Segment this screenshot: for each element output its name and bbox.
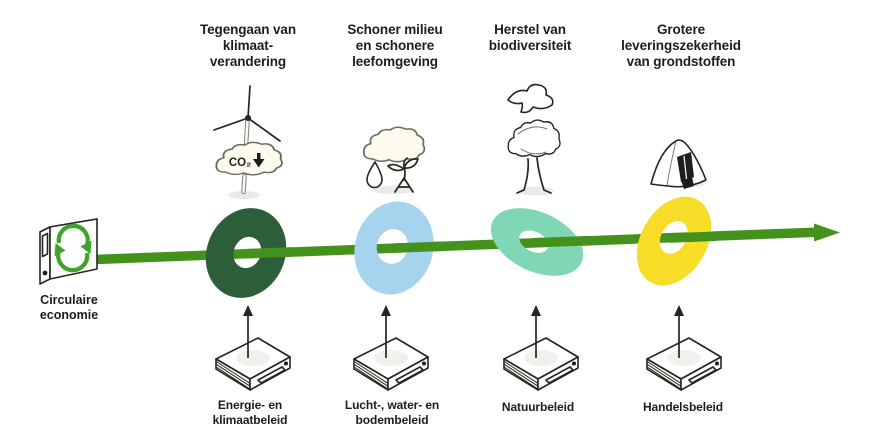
goal-title-grondstoffen: Grotere leveringszekerheid van grondstof… — [621, 22, 741, 70]
goal-title-line: Herstel van — [494, 22, 566, 37]
policy-label-line: Lucht-, water- en — [344, 398, 440, 412]
policy-label-line: Natuurbeleid — [501, 400, 575, 414]
policy-binder-icon — [646, 337, 722, 391]
main-arrow-overlays — [245, 231, 717, 259]
goal-title-line: van grondstoffen — [626, 54, 736, 69]
goal-title-line: biodiversiteit — [488, 38, 572, 53]
policy-label-line: klimaatbeleid — [212, 412, 288, 427]
source-label: Circulaire economie — [40, 293, 98, 323]
arrow-overlay — [245, 247, 294, 259]
recycle-arrowhead — [54, 243, 66, 257]
policy-binder-icon — [215, 337, 291, 391]
sprout-icon — [387, 157, 419, 193]
ring-milieu — [354, 201, 434, 295]
ring-grondstoffen — [636, 196, 712, 286]
co2-label: CO₂ — [229, 157, 251, 169]
policy-binder-icon — [353, 337, 429, 391]
source-label-line: Circulaire — [40, 293, 98, 307]
policy-up-arrow — [531, 305, 541, 358]
source-label-line: economie — [39, 308, 99, 322]
goal-title-line: leefomgeving — [352, 54, 438, 69]
turbine-blades — [213, 85, 281, 142]
policy-up-arrow — [381, 305, 391, 358]
ring-biodiversiteit — [490, 208, 584, 276]
arrow-overlay — [669, 231, 717, 243]
policy-label-energie-klimaat: Energie- en klimaatbeleid — [213, 398, 288, 427]
goal-title-milieu: Schoner milieu en schonere leefomgeving — [347, 22, 442, 70]
goal-title-line: leveringszekerheid — [621, 38, 741, 53]
wind-turbine-co2-icon: CO₂ — [213, 85, 283, 199]
co2-down-arrow-icon — [253, 153, 265, 168]
arrow-overlay — [391, 241, 443, 253]
arrow-overlay — [532, 235, 592, 248]
circular-economy-binder-icon — [39, 218, 98, 285]
tree-icon — [507, 119, 561, 194]
goal-title-line: Grotere — [656, 22, 706, 37]
goal-title-line: Tegengaan van — [200, 22, 296, 37]
policy-label-handel: Handelsbeleid — [643, 400, 723, 415]
policy-up-arrow — [243, 305, 253, 358]
goal-title-line: Schoner milieu — [347, 22, 443, 37]
raw-materials-heap-icon — [650, 139, 707, 189]
policy-up-arrow — [674, 305, 684, 358]
policy-label-natuur: Natuurbeleid — [502, 400, 574, 415]
main-arrow-head — [814, 223, 840, 242]
goal-title-biodiversiteit: Herstel van biodiversiteit — [489, 22, 572, 54]
policy-binder-icon — [503, 337, 579, 391]
recycle-arrows-icon — [56, 223, 90, 273]
bird-icon — [507, 83, 554, 114]
policy-label-line: Energie- en — [217, 398, 283, 412]
cloud-droplet-sprout-icon — [362, 126, 426, 195]
bird-tree-icon — [507, 83, 561, 196]
recycle-arrowhead — [80, 240, 92, 254]
goal-title-line: verandering — [209, 54, 287, 69]
policy-label-line: bodembeleid — [355, 412, 429, 427]
goal-title-klimaat: Tegengaan van klimaat- verandering — [200, 22, 296, 70]
policy-label-lucht-water-bodem: Lucht-, water- en bodembeleid — [345, 398, 439, 427]
goal-title-line: en schonere — [355, 38, 435, 53]
main-arrow — [93, 223, 840, 265]
droplet-icon — [366, 161, 383, 189]
goal-title-line: klimaat- — [222, 38, 274, 53]
policy-label-line: Handelsbeleid — [642, 400, 724, 414]
